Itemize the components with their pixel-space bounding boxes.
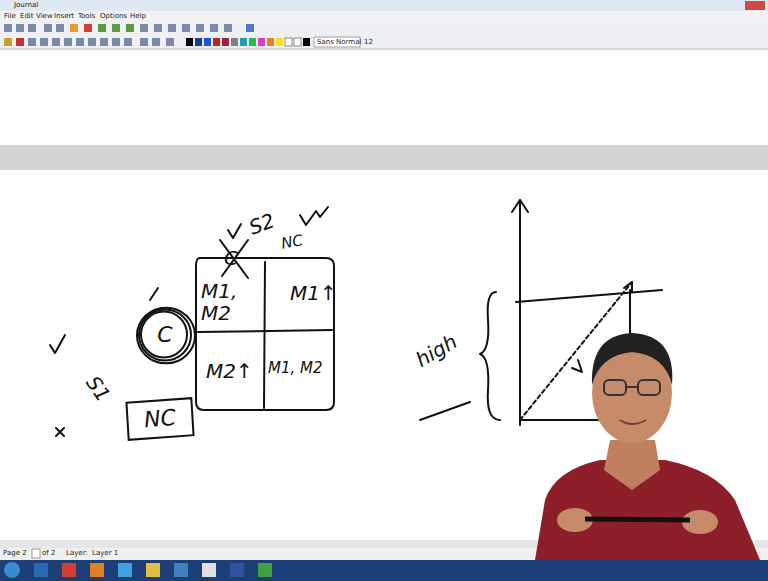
ui-text: 12 bbox=[364, 38, 373, 47]
ui-text: Journal bbox=[14, 1, 38, 10]
ui-text: Options bbox=[100, 12, 127, 21]
handwritten-label: M1↑ bbox=[290, 282, 337, 304]
ui-text: View bbox=[36, 12, 53, 21]
ui-text: Sans Normal bbox=[317, 38, 361, 47]
boxed-strategy: NC bbox=[123, 395, 196, 443]
handwritten-label: M1, M2 bbox=[201, 280, 253, 324]
node-text: C bbox=[157, 323, 172, 347]
ui-text: Page 2 bbox=[3, 549, 27, 558]
handwritten-label: C bbox=[224, 247, 238, 269]
ui-text: Tools bbox=[78, 12, 95, 21]
circled-strategy: C bbox=[140, 310, 190, 360]
ui-text: Help bbox=[130, 12, 146, 21]
ui-text: Layer 1 bbox=[92, 549, 118, 558]
handwritten-label: M1, M2 bbox=[268, 360, 323, 377]
node-text: NC bbox=[143, 406, 177, 433]
handwritten-label: M2↑ bbox=[206, 360, 253, 382]
ui-text: Insert bbox=[54, 12, 74, 21]
ui-text: of 2 bbox=[42, 549, 55, 558]
ui-text: Layer: bbox=[66, 549, 88, 558]
ui-text: File bbox=[4, 12, 16, 21]
ui-text: Edit bbox=[20, 12, 34, 21]
